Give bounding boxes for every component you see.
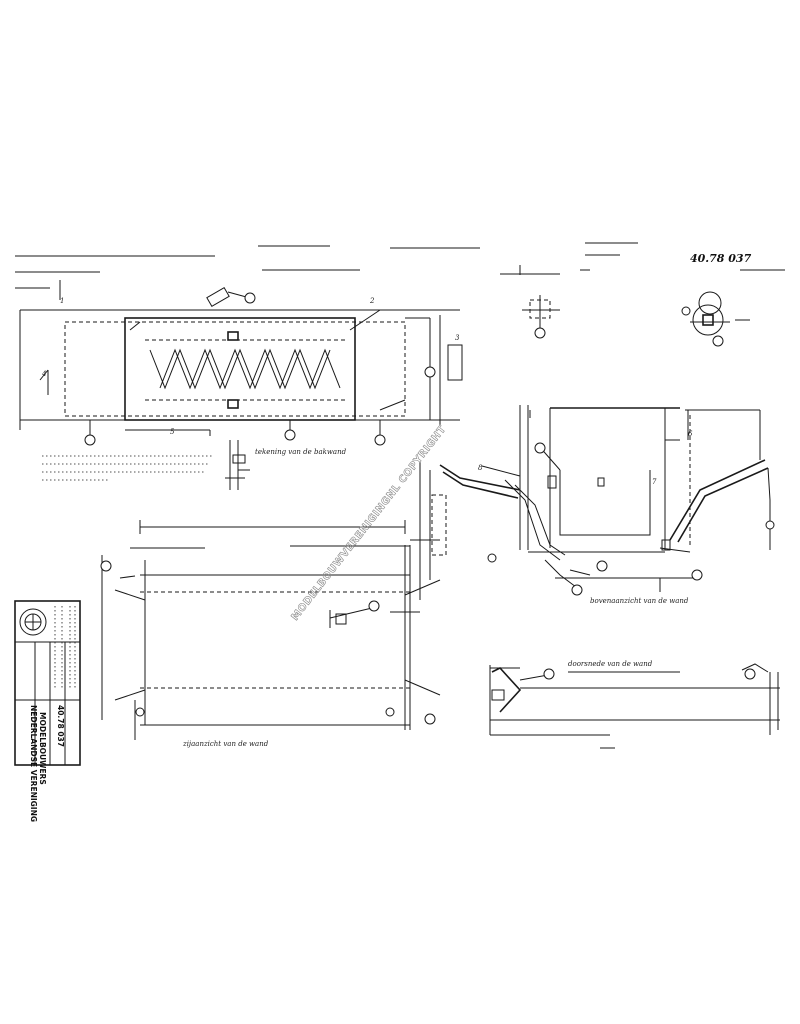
hopper-view — [439, 405, 775, 596]
view-right-note: bovenaanzicht van de wand — [590, 597, 689, 605]
svg-text:8: 8 — [478, 464, 483, 472]
svg-text:6: 6 — [688, 430, 693, 438]
hopper-dimensions: 6 7 8 — [478, 430, 693, 486]
title-block: NEDERLANDSE VERENIGING MODELBOUWERS 40.7… — [14, 600, 81, 822]
svg-text:2: 2 — [369, 297, 375, 305]
bolt-detail — [681, 291, 750, 347]
view-bottom-left-note: zijaanzicht van de wand — [182, 740, 269, 748]
view-bottom-right-note: doorsnede van de wand — [568, 660, 653, 668]
side-view-frame — [101, 520, 441, 740]
society-seal-icon — [19, 608, 47, 636]
handwritten-notes — [42, 455, 212, 481]
spring-box-view — [19, 286, 463, 438]
small-bracket — [225, 440, 250, 490]
side-view-callouts — [100, 560, 436, 725]
spring-box-dimensions: 1 2 3 4 5 — [41, 297, 460, 436]
title-line-1: NEDERLANDSE VERENIGING — [29, 705, 38, 822]
support-posts — [410, 462, 497, 600]
svg-text:1: 1 — [60, 297, 64, 305]
svg-text:7: 7 — [652, 478, 657, 486]
svg-text:5: 5 — [170, 428, 175, 436]
drawing-number: 40.78 037 — [690, 252, 752, 265]
title-line-2: MODELBOUWERS — [38, 712, 47, 785]
svg-text:3: 3 — [455, 334, 460, 342]
svg-text:4: 4 — [41, 370, 46, 378]
section-view — [489, 663, 780, 749]
title-drawing-number: 40.78 037 — [56, 705, 65, 747]
spring-box-callouts — [84, 292, 436, 446]
pin-detail — [522, 295, 560, 339]
leader-note: tekening van de bakwand — [255, 448, 347, 456]
top-border-lines — [15, 242, 785, 300]
